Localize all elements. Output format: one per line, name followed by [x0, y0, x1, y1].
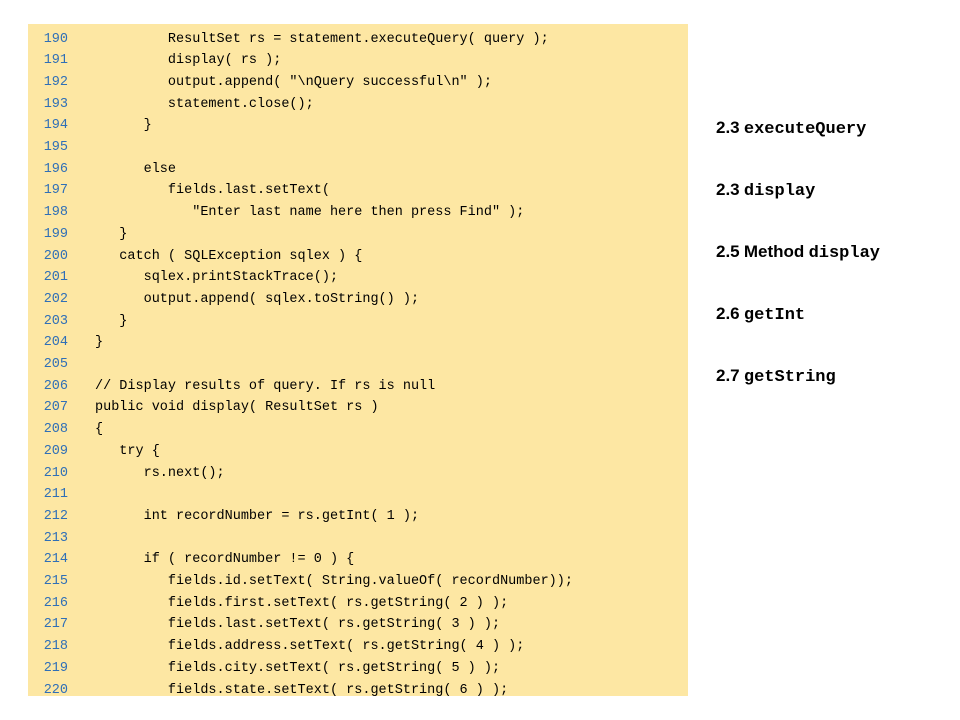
code-text: ResultSet rs = statement.executeQuery( q…: [95, 31, 549, 47]
line-number: 219: [43, 660, 68, 676]
code-text: fields.id.setText( String.valueOf( recor…: [95, 574, 573, 589]
code-text: fields.city.setText( rs.getString( 5 ) )…: [95, 660, 501, 676]
line-number: 211: [43, 487, 68, 503]
code-text: output.append( sqlex.toString() );: [95, 291, 420, 307]
code-text: output.append( "\nQuery successful\n" );: [95, 74, 492, 90]
line-number: 200: [43, 248, 68, 264]
line-number: 202: [43, 291, 68, 307]
line-number: 210: [43, 465, 68, 481]
line-number: 193: [43, 96, 68, 112]
line-number: 204: [43, 335, 68, 351]
code-text: fields.address.setText( rs.getString( 4 …: [95, 639, 525, 655]
annotation-number: 2.3: [716, 118, 740, 137]
line-number: 198: [43, 205, 68, 221]
line-number: 201: [43, 270, 68, 286]
annotation-item: 2.7 getString: [716, 366, 836, 387]
annotation-number: 2.5: [716, 242, 740, 261]
code-text: }: [95, 118, 152, 134]
code-listing: 190 ResultSet rs = statement.executeQuer…: [28, 24, 688, 698]
line-number: 207: [43, 400, 68, 416]
code-text: fields.state.setText( rs.getString( 6 ) …: [95, 682, 509, 698]
code-text: public void display( ResultSet rs ): [95, 400, 379, 416]
line-number: 194: [43, 118, 68, 134]
code-text: fields.first.setText( rs.getString( 2 ) …: [95, 595, 509, 611]
code-text: display( rs );: [95, 53, 282, 69]
line-number: 213: [43, 530, 68, 546]
line-number: 209: [43, 443, 68, 459]
code-text: else: [95, 161, 177, 177]
code-text: }: [95, 335, 104, 351]
annotation-number: 2.3: [716, 180, 740, 199]
annotation-item: 2.6 getInt: [716, 304, 805, 325]
annotation-code: getInt: [743, 306, 806, 325]
code-text: catch ( SQLException sqlex ) {: [95, 248, 363, 264]
line-number: 206: [43, 378, 68, 394]
line-number: 199: [43, 226, 68, 242]
code-text: }: [95, 226, 128, 242]
code-text: statement.close();: [95, 96, 314, 112]
code-text: fields.last.setText(: [95, 183, 330, 199]
annotation-code: display: [808, 244, 880, 263]
annotation-number: 2.7: [716, 366, 740, 385]
annotation-item: 2.3 executeQuery: [716, 118, 866, 139]
code-text: sqlex.printStackTrace();: [95, 270, 339, 286]
line-number: 196: [43, 161, 68, 177]
line-number: 217: [43, 617, 68, 633]
line-number: 215: [43, 574, 68, 589]
line-number: 208: [43, 422, 68, 438]
code-text: rs.next();: [95, 465, 225, 481]
line-number: 214: [43, 552, 68, 568]
code-text: // Display results of query. If rs is nu…: [95, 378, 436, 394]
annotation-number: 2.6: [716, 304, 740, 323]
line-number: 195: [43, 140, 68, 155]
code-text: fields.last.setText( rs.getString( 3 ) )…: [95, 617, 501, 633]
code-text: if ( recordNumber != 0 ) {: [95, 552, 355, 568]
annotation-code: display: [743, 182, 816, 201]
annotation-code: executeQuery: [743, 120, 867, 139]
code-text: }: [95, 313, 128, 329]
line-number: 191: [43, 53, 68, 69]
annotation-code: getString: [743, 368, 836, 387]
annotation-item: 2.3 display: [716, 180, 815, 201]
line-number: 197: [43, 183, 68, 199]
line-number: 205: [43, 357, 68, 372]
line-number: 212: [43, 508, 68, 524]
annotation-item: 2.5 Method display: [716, 242, 880, 263]
code-text: try {: [95, 443, 160, 459]
line-number: 216: [43, 595, 68, 611]
line-number: 203: [43, 313, 68, 329]
line-number: 220: [43, 682, 68, 698]
code-text: {: [95, 422, 104, 438]
line-number: 218: [43, 639, 68, 655]
line-number: 192: [43, 74, 68, 90]
annotation-word: Method: [743, 242, 805, 261]
code-text: "Enter last name here then press Find" )…: [95, 205, 525, 221]
line-number: 190: [43, 31, 68, 47]
code-text: int recordNumber = rs.getInt( 1 );: [95, 508, 420, 524]
